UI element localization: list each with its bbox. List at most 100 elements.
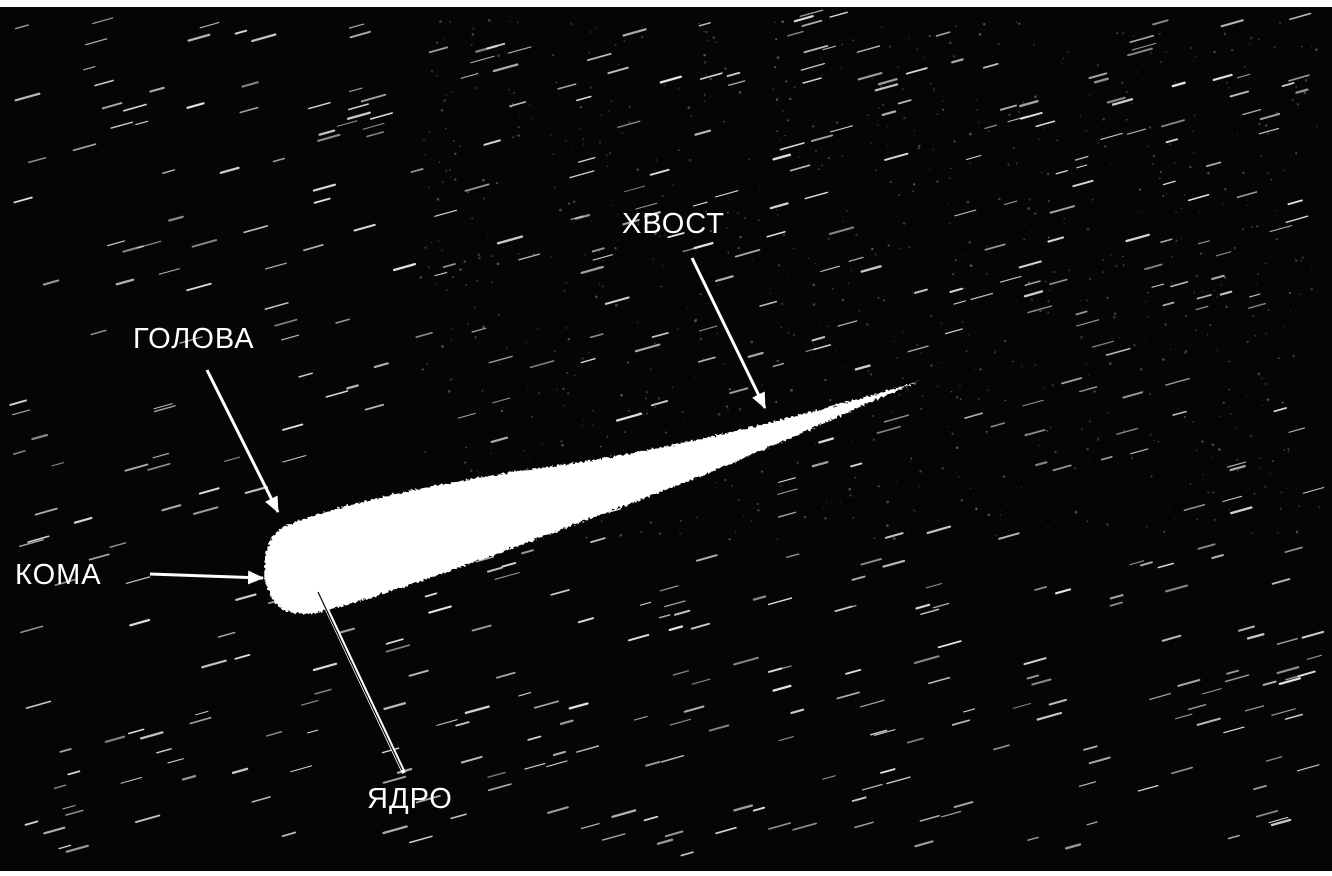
sky-speckle xyxy=(933,87,935,90)
star-streak xyxy=(834,605,853,612)
sky-speckle xyxy=(1149,393,1152,396)
sky-speckle xyxy=(1164,323,1167,326)
star-streak xyxy=(1296,764,1320,772)
sky-speckle xyxy=(454,152,457,155)
sky-speckle xyxy=(1022,101,1025,104)
sky-speckle xyxy=(987,513,991,517)
star-streak xyxy=(860,265,882,273)
sky-speckle xyxy=(563,290,566,292)
star-streak xyxy=(1281,82,1295,88)
star-streak xyxy=(822,775,836,780)
star-streak xyxy=(1271,578,1291,585)
sky-speckle xyxy=(898,247,901,249)
sky-speckle xyxy=(948,222,951,225)
sky-speckle xyxy=(779,485,782,488)
sky-speckle xyxy=(702,358,705,361)
sky-speckle xyxy=(582,419,585,421)
sky-speckle xyxy=(731,485,733,487)
sky-speckle xyxy=(496,262,500,266)
star-streak xyxy=(1270,818,1292,827)
sky-speckle xyxy=(1132,35,1135,37)
star-streak xyxy=(1100,132,1123,140)
star-streak xyxy=(460,755,483,764)
sky-speckle xyxy=(1152,162,1154,165)
sky-speckle xyxy=(1223,276,1227,279)
sky-speckle xyxy=(601,285,604,288)
sky-speckle xyxy=(497,54,500,57)
sky-speckle xyxy=(467,191,470,194)
sky-speckle xyxy=(1316,125,1318,128)
sky-speckle xyxy=(727,408,729,411)
star-streak xyxy=(953,801,974,809)
star-streak xyxy=(455,721,470,727)
star-streak xyxy=(349,30,371,39)
sky-speckle xyxy=(652,258,654,260)
star-streak xyxy=(1162,180,1176,186)
star-streak xyxy=(475,556,495,563)
sky-speckle xyxy=(1201,440,1204,443)
star-streak xyxy=(1276,666,1300,675)
sky-speckle xyxy=(572,221,574,223)
comet-tail xyxy=(265,381,920,615)
sky-speckle xyxy=(1175,239,1178,242)
sky-speckle xyxy=(1194,329,1198,332)
star-streak xyxy=(161,504,182,512)
star-streak xyxy=(633,715,648,721)
star-streak xyxy=(409,835,433,844)
star-streak xyxy=(281,831,297,838)
star-streak xyxy=(1227,461,1247,468)
sky-speckle xyxy=(1133,343,1136,347)
star-streak xyxy=(1284,546,1303,553)
sky-speckle xyxy=(999,514,1002,516)
sky-speckle xyxy=(1063,223,1066,225)
sky-speckle xyxy=(514,134,517,137)
sky-speckle xyxy=(787,274,790,276)
sky-speckle xyxy=(458,145,462,148)
star-streak xyxy=(801,19,823,27)
sky-speckle xyxy=(1047,300,1050,303)
sky-speckle xyxy=(1288,291,1291,295)
sky-speckle xyxy=(824,378,827,382)
sky-speckle xyxy=(1066,51,1069,54)
sky-speckle xyxy=(933,89,936,92)
sky-speckle xyxy=(1316,291,1319,293)
sky-speckle xyxy=(512,136,514,139)
sky-speckle xyxy=(872,438,876,441)
sky-speckle xyxy=(961,320,964,324)
sky-speckle xyxy=(1118,337,1121,339)
star-streak xyxy=(1023,290,1044,298)
sky-speckle xyxy=(1102,259,1105,262)
star-streak xyxy=(346,111,371,120)
sky-speckle xyxy=(1047,236,1050,239)
sky-speckle xyxy=(428,131,431,134)
star-streak xyxy=(1086,821,1098,826)
star-streak xyxy=(926,525,952,535)
sky-speckle xyxy=(1130,457,1133,460)
star-streak xyxy=(110,121,134,129)
sky-speckle xyxy=(550,255,553,258)
star-streak xyxy=(552,750,567,757)
sky-speckle xyxy=(1109,162,1112,165)
star-streak xyxy=(487,783,512,792)
sky-speckle xyxy=(1298,505,1300,507)
sky-speckle xyxy=(588,52,591,54)
star-streak xyxy=(664,600,686,608)
sky-speckle xyxy=(451,276,454,278)
sky-speckle xyxy=(796,461,799,464)
star-streak xyxy=(820,265,840,273)
sky-speckle xyxy=(952,55,956,58)
sky-speckle xyxy=(1043,127,1045,129)
star-streak xyxy=(362,122,385,130)
sky-speckle xyxy=(918,144,921,148)
star-streak xyxy=(699,72,723,80)
sky-speckle xyxy=(986,273,988,275)
star-streak xyxy=(1122,391,1144,399)
star-streak xyxy=(1024,429,1046,437)
sky-speckle xyxy=(1193,60,1195,62)
sky-speckle xyxy=(600,114,603,117)
sky-speckle xyxy=(1209,356,1211,358)
sky-speckle xyxy=(1257,273,1259,276)
sky-speckle xyxy=(441,345,444,348)
star-streak xyxy=(1161,634,1182,642)
sky-speckle xyxy=(694,318,698,322)
